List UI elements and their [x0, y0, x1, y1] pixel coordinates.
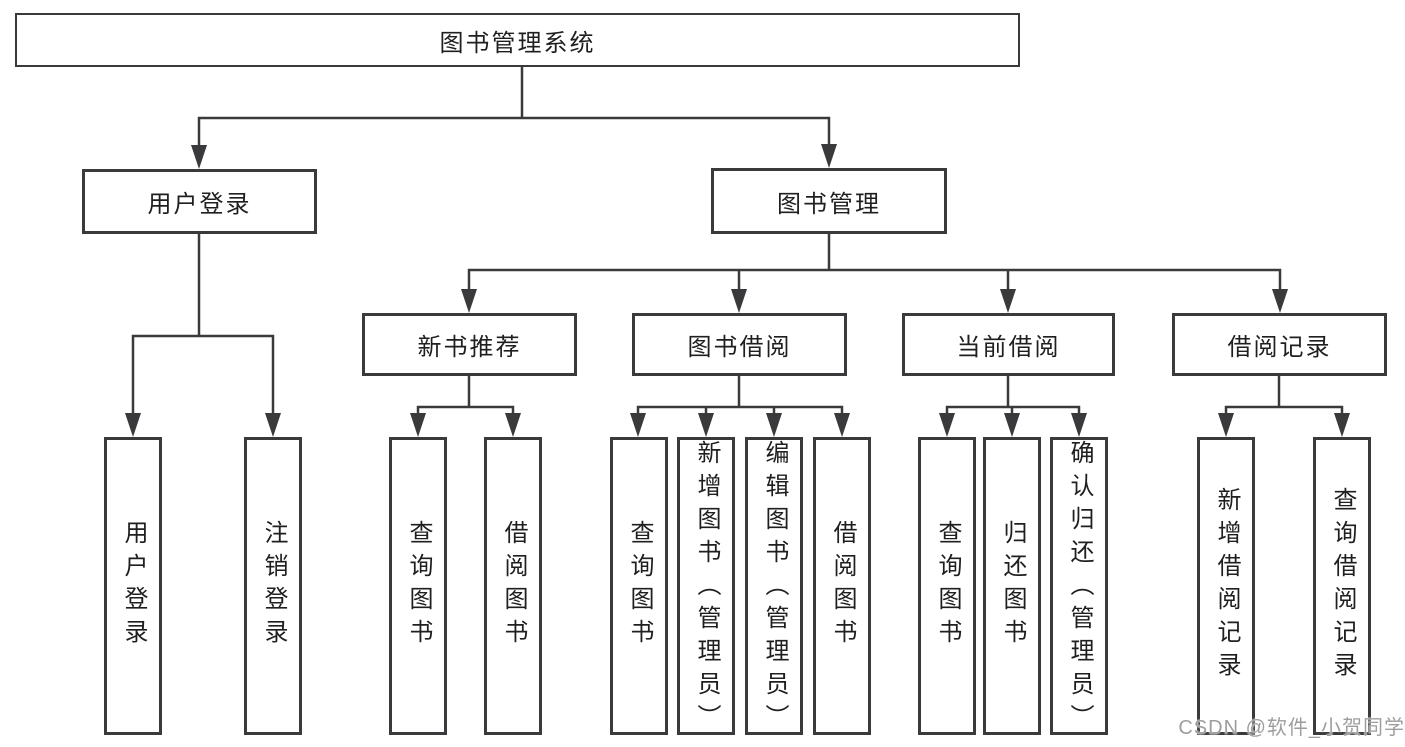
node-borrow-records: 借阅记录 [1172, 313, 1387, 376]
node-label: 确认归还（管理员） [1066, 440, 1093, 737]
node-label: 图书管理 [777, 190, 881, 218]
node-user-login-branch: 用户登录 [82, 169, 317, 234]
node-leaf-query-borrow-record: 查询借阅记录 [1313, 437, 1371, 735]
node-label: 查询图书 [626, 520, 653, 652]
node-label: 归还图书 [999, 520, 1026, 652]
node-label: 查询图书 [934, 520, 961, 652]
node-book-borrow: 图书借阅 [632, 313, 847, 376]
node-leaf-query-books-1: 查询图书 [389, 437, 447, 735]
node-label: 编辑图书（管理员） [761, 440, 788, 737]
node-label: 图书借阅 [687, 334, 792, 361]
node-label: 图书管理系统 [439, 29, 596, 57]
node-label: 查询图书 [405, 520, 432, 652]
watermark-text: CSDN @软件_小贺同学 [1178, 717, 1405, 739]
node-label: 用户登录 [120, 520, 147, 652]
node-leaf-return-books: 归还图书 [983, 437, 1041, 735]
node-label: 新书推荐 [417, 334, 522, 361]
node-label: 借阅记录 [1227, 334, 1332, 361]
node-leaf-user-login: 用户登录 [104, 437, 162, 735]
node-leaf-add-books-admin: 新增图书（管理员） [677, 437, 735, 737]
arrowhead-icons [125, 144, 1350, 437]
node-label: 查询借阅记录 [1329, 487, 1356, 685]
node-leaf-borrow-books-1: 借阅图书 [484, 437, 542, 735]
node-leaf-add-borrow-record: 新增借阅记录 [1197, 437, 1255, 735]
node-leaf-confirm-return-admin: 确认归还（管理员） [1050, 437, 1108, 737]
node-label: 新增借阅记录 [1213, 487, 1240, 685]
node-label: 用户登录 [147, 191, 252, 218]
node-book-mgmt-branch: 图书管理 [711, 168, 947, 234]
node-label: 借阅图书 [500, 520, 527, 652]
node-leaf-edit-books-admin: 编辑图书（管理员） [745, 437, 803, 737]
node-current-borrow: 当前借阅 [902, 313, 1115, 376]
node-new-books: 新书推荐 [362, 313, 577, 376]
node-label: 借阅图书 [829, 520, 856, 652]
node-leaf-logout: 注销登录 [244, 437, 302, 735]
node-leaf-query-books-3: 查询图书 [918, 437, 976, 735]
node-label: 当前借阅 [956, 334, 1061, 361]
node-label: 注销登录 [260, 520, 287, 652]
node-leaf-query-books-2: 查询图书 [610, 437, 668, 735]
node-label: 新增图书（管理员） [693, 440, 720, 737]
node-system-root: 图书管理系统 [15, 13, 1020, 67]
node-leaf-borrow-books-2: 借阅图书 [813, 437, 871, 735]
